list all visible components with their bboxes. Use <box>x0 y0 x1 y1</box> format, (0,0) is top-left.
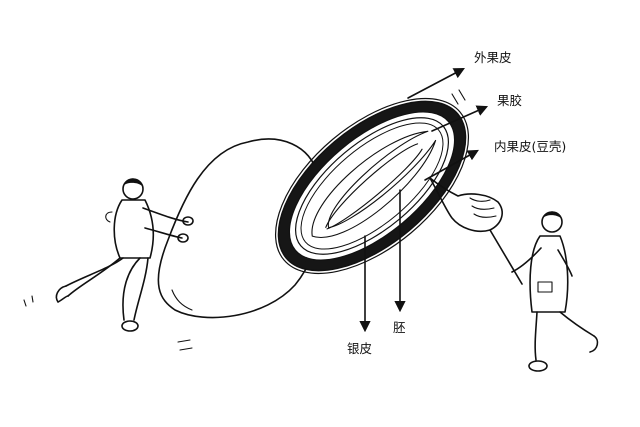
arrow-exocarp <box>408 69 463 98</box>
motion-lines-icon <box>452 90 465 104</box>
label-embryo: 胚 <box>393 322 406 335</box>
cherry-cross-section <box>245 65 500 306</box>
motion-lines-icon <box>178 340 192 350</box>
label-silverskin: 银皮 <box>347 343 372 356</box>
right-character <box>430 178 597 371</box>
label-mesocarp: 果胶 <box>497 95 522 108</box>
label-exocarp: 外果皮 <box>474 52 512 65</box>
label-endocarp: 内果皮(豆壳) <box>494 141 566 154</box>
pointing-hand-icon <box>430 178 502 231</box>
arrow-icon <box>408 69 463 98</box>
motion-lines-icon <box>24 296 33 306</box>
